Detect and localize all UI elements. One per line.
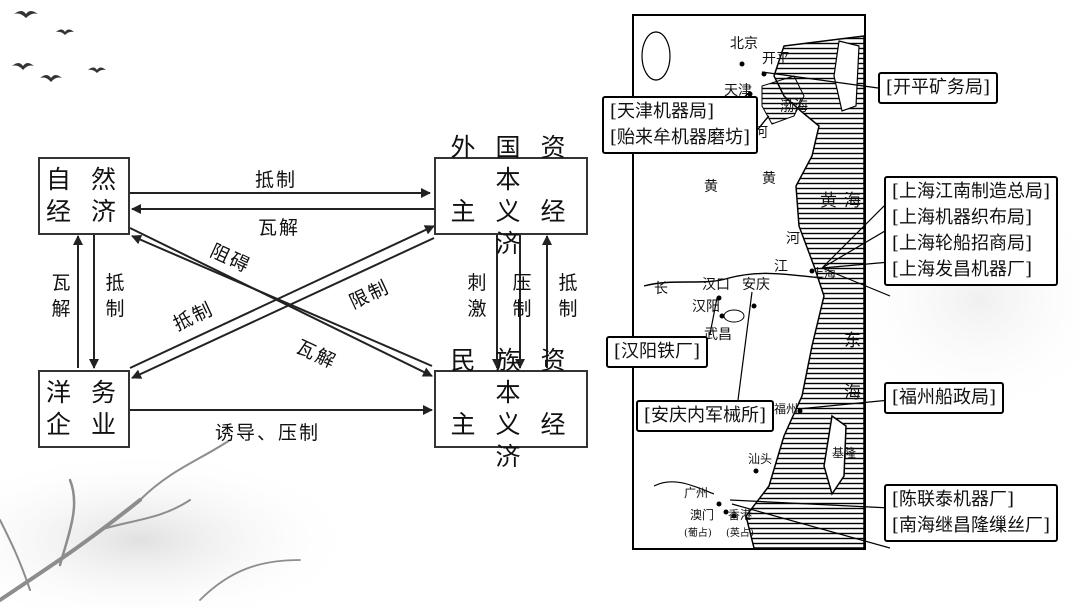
label-char: 制	[105, 298, 125, 320]
node-westernization-enterprises: 洋 务企 业	[38, 370, 130, 448]
node-line: 企 业	[46, 410, 122, 439]
label-char: 抵	[558, 272, 578, 294]
place-hongkong: 香港	[728, 508, 753, 522]
enterprise-guangzhou: [陈联泰机器厂] [南海继昌隆缫丝厂]	[884, 484, 1059, 542]
label-char: 压	[512, 272, 532, 294]
taiwan-island	[823, 414, 847, 496]
sea-char: 黄	[820, 191, 837, 211]
node-line: 外 国 资 本	[450, 133, 572, 194]
enterprise-anqing: [安庆内军械所]	[636, 400, 775, 432]
label-char: 刺	[467, 272, 487, 294]
node-line: 自 然	[46, 165, 122, 194]
place-anqing: 安庆	[742, 277, 770, 293]
place-kaiping: 开平	[762, 51, 790, 67]
place-macau: 澳门	[690, 508, 715, 522]
label-char: 制	[558, 298, 578, 320]
label-char: 瓦	[51, 272, 71, 294]
enterprise-shanghai: [上海江南制造总局] [上海机器织布局] [上海轮船招商局] [上海发昌机器厂]	[884, 176, 1059, 286]
relation-arrows	[73, 188, 552, 415]
place-macau-note: (葡占)	[684, 528, 712, 539]
node-national-capitalism: 民 族 资 本主 义 经 济	[434, 346, 588, 471]
river-char: 黄	[704, 179, 718, 195]
river-char: 长	[654, 281, 668, 297]
place-hongkong-note: (英占)	[726, 528, 754, 539]
node-line: 经 济	[46, 197, 122, 226]
node-line: 主 义 经 济	[450, 197, 572, 258]
enterprise-line: [南海继昌隆缫丝厂]	[892, 515, 1051, 536]
enterprise-line: [贻来牟机器磨坊]	[610, 127, 751, 148]
place-guangzhou: 广州	[684, 486, 709, 500]
label-char: 抵	[105, 272, 125, 294]
river-char: 黄	[762, 171, 776, 187]
label-char: 制	[512, 298, 532, 320]
place-shantou: 汕头	[748, 452, 773, 466]
enterprise-tianjin: [天津机器局] [贻来牟机器磨坊]	[602, 96, 759, 154]
arrow-natural-to-national	[129, 227, 433, 377]
place-fuzhou: 福州	[774, 402, 799, 416]
enterprise-line: [天津机器局]	[610, 101, 715, 122]
label-induce-suppress: 诱导、压制	[215, 422, 321, 444]
arrow-national-to-natural	[131, 234, 433, 367]
place-bohai: 渤海	[780, 99, 808, 115]
label-char: 解	[51, 298, 71, 320]
arrow-foreign-to-westernization	[131, 237, 435, 379]
place-shanghai: 上海	[812, 266, 837, 280]
river-char: 江	[774, 259, 788, 275]
place-tianjin: 天津	[724, 83, 752, 99]
sea-char: 东	[844, 331, 861, 351]
label-right-suppress: 压 制	[511, 270, 533, 322]
node-line: 民 族 资 本	[450, 346, 572, 407]
enterprise-line: [上海轮船招商局]	[892, 233, 1033, 254]
sea-char: 海	[844, 191, 861, 211]
node-line: 主 义 经 济	[450, 410, 572, 471]
node-natural-economy: 自 然经 济	[38, 157, 130, 235]
yangtze-river	[643, 272, 823, 287]
place-keelung: 基隆	[832, 446, 857, 460]
label-left-resist: 抵 制	[104, 270, 126, 322]
river-char: 河	[786, 231, 800, 247]
enterprise-hanyang: [汉阳铁厂]	[606, 336, 709, 368]
enterprise-line: [上海江南制造总局]	[892, 181, 1051, 202]
enterprise-line: [上海机器织布局]	[892, 207, 1033, 228]
enterprise-fuzhou: [福州船政局]	[884, 382, 1005, 414]
place-beijing: 北京	[730, 36, 758, 52]
enterprise-kaiping: [开平矿务局]	[878, 72, 999, 104]
enterprise-line: [陈联泰机器厂]	[892, 489, 1015, 510]
place-hanyang: 汉阳	[692, 299, 720, 315]
label-disintegrate-top: 瓦解	[258, 217, 301, 239]
label-right-stimulate: 刺 激	[466, 270, 488, 322]
map-callout-lines	[709, 71, 891, 549]
arrow-westernization-to-foreign	[129, 225, 435, 369]
enterprise-line: [上海发昌机器厂]	[892, 259, 1033, 280]
label-resist-top: 抵制	[255, 169, 298, 191]
node-line: 洋 务	[46, 378, 122, 407]
node-foreign-capitalism: 外 国 资 本主 义 经 济	[434, 133, 588, 258]
label-char: 激	[467, 298, 487, 320]
label-left-disintegrate: 瓦 解	[50, 270, 72, 322]
sea-char: 海	[844, 383, 861, 403]
label-right-resist: 抵 制	[557, 270, 579, 322]
map-drawing	[641, 31, 864, 548]
place-hankou: 汉口	[702, 277, 730, 293]
